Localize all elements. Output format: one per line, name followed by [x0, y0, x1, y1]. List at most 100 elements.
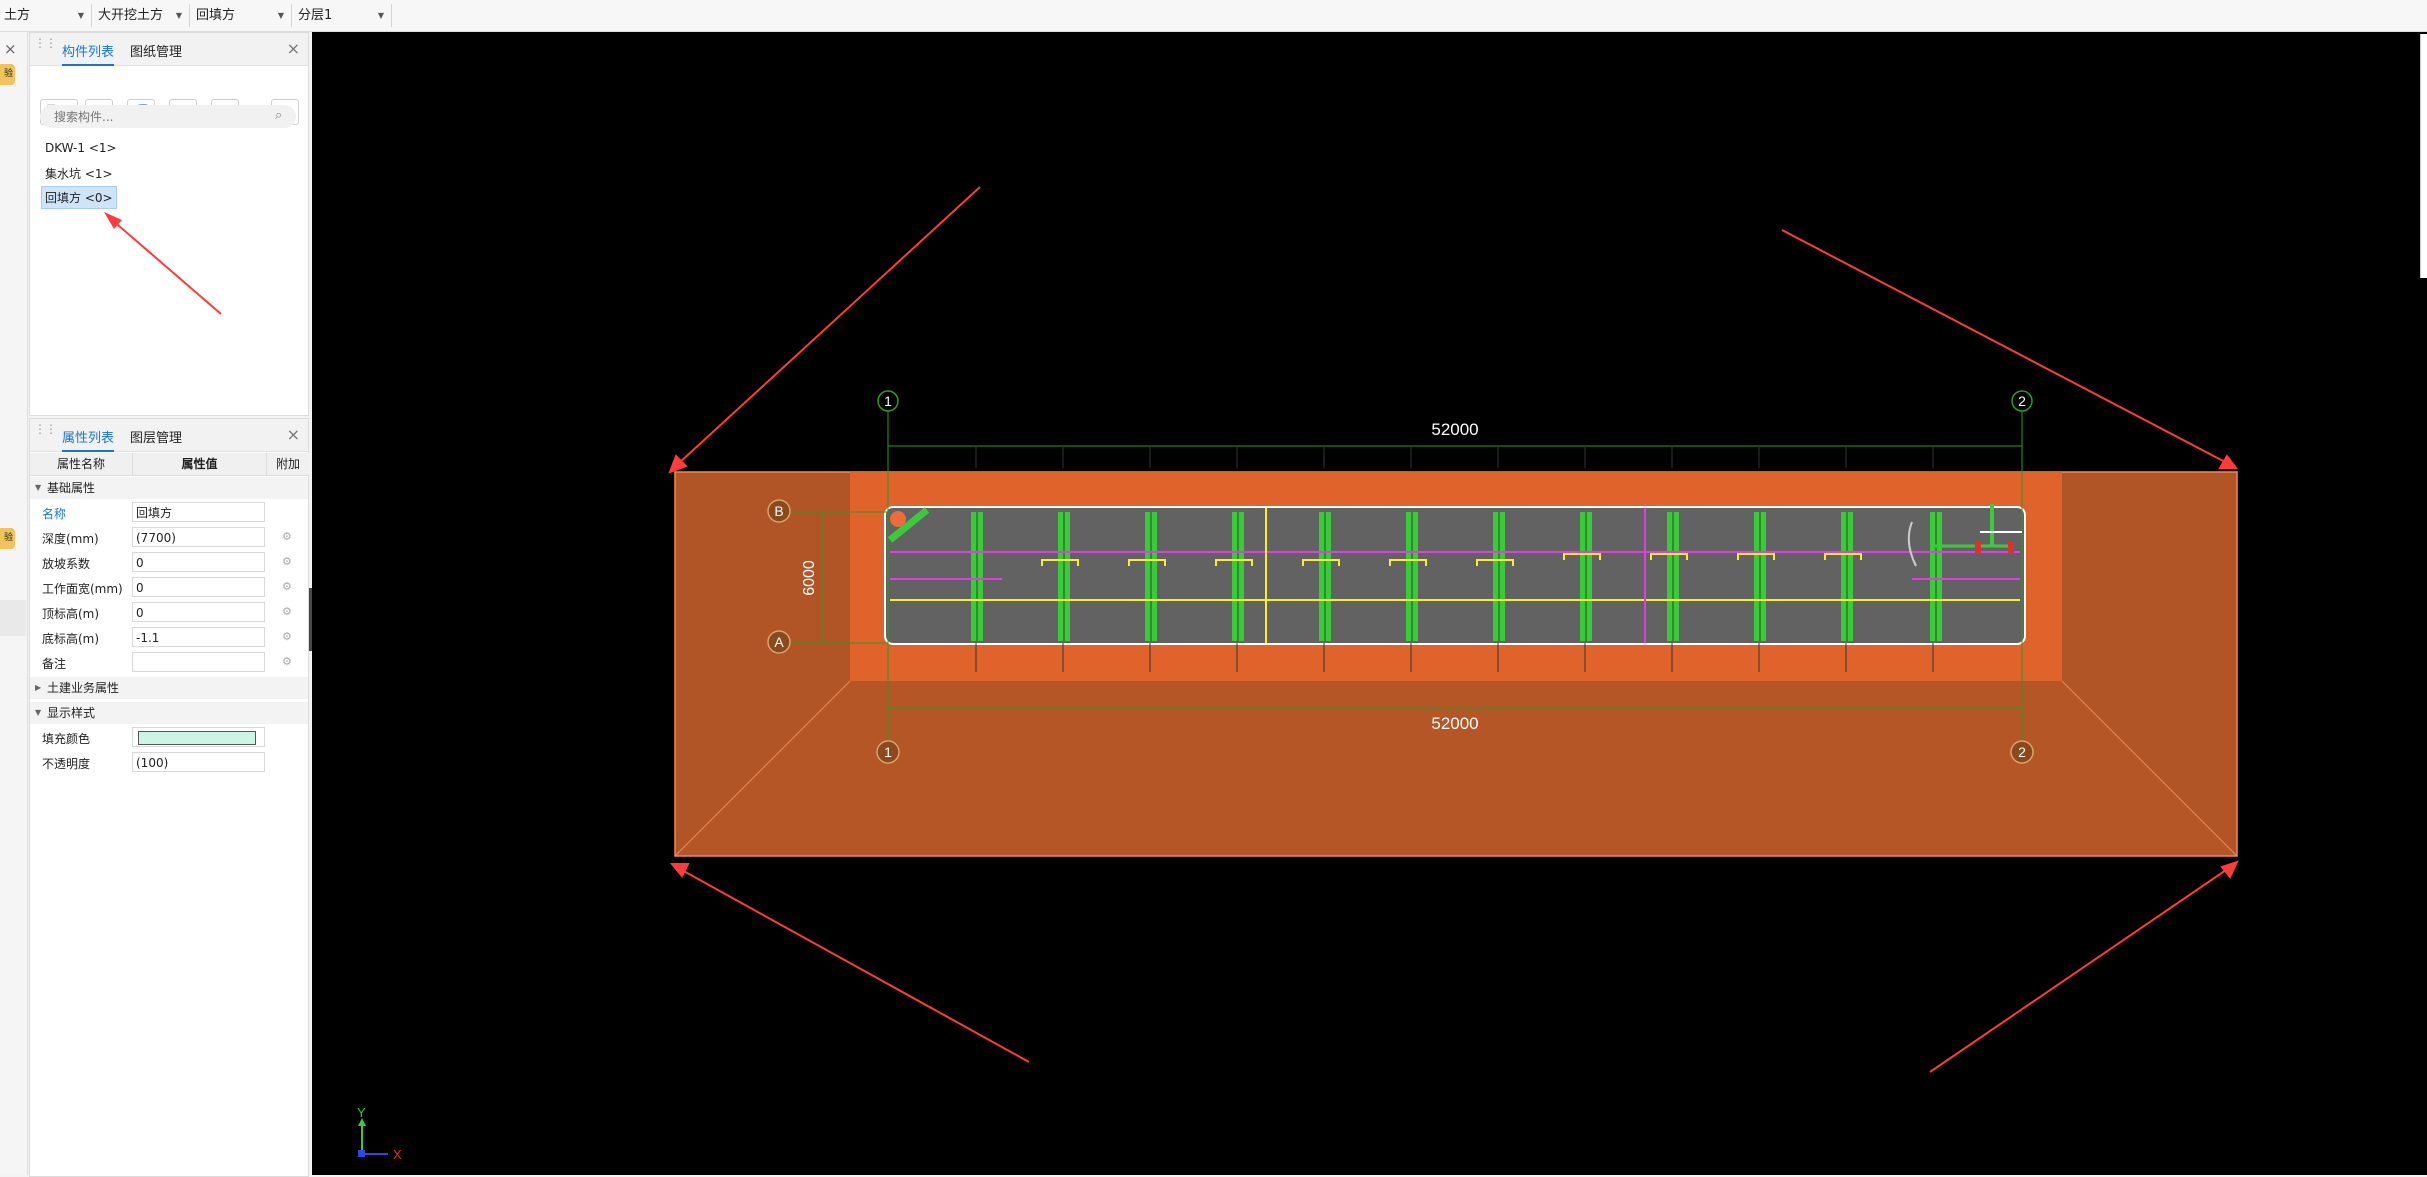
axis-bubble-1-top — [877, 390, 899, 412]
property-value-input[interactable]: 回填方 — [132, 502, 265, 522]
close-icon[interactable]: × — [286, 425, 300, 444]
rebar-stripe — [1759, 512, 1761, 641]
tab-component-list[interactable]: 构件列表 — [62, 41, 115, 66]
rebar-stripe — [1846, 512, 1848, 641]
group-display-style[interactable]: ▼ 显示样式 — [30, 702, 308, 724]
rebar-stripe — [1585, 512, 1587, 641]
dimension-text-bottom: 52000 — [1431, 714, 1478, 733]
color-swatch — [138, 731, 256, 745]
detail-mark — [2008, 542, 2014, 554]
coord-origin — [358, 1150, 365, 1157]
caret-down-icon: ▼ — [35, 483, 42, 492]
property-name: 填充颜色 — [42, 732, 91, 746]
rebar-stripe — [1150, 512, 1152, 641]
rebar-stripe — [976, 512, 978, 641]
check-badge[interactable]: 验 — [0, 528, 15, 549]
group-label: 土建业务属性 — [47, 681, 120, 695]
yellow-bracket — [1128, 559, 1166, 566]
column-header-name: 属性名称 — [30, 453, 132, 476]
detail-arc — [1907, 521, 1917, 567]
column-header-value: 属性值 — [132, 453, 266, 476]
list-item[interactable]: 集水坑 <1> — [45, 167, 113, 181]
list-item-selected[interactable]: 回填方 <0> — [41, 186, 117, 209]
gear-icon[interactable]: ⚙ — [282, 630, 292, 643]
category-select[interactable]: 大开挖土方 ▼ — [94, 4, 190, 27]
yellow-bracket — [1041, 559, 1079, 566]
gear-icon[interactable]: ⚙ — [282, 605, 292, 618]
sump-marker — [890, 511, 906, 527]
gear-icon[interactable]: ⚙ — [282, 580, 292, 593]
annotation-arrow-head — [668, 454, 688, 474]
check-badge[interactable]: 验 — [0, 64, 15, 85]
group-basic-properties[interactable]: ▼ 基础属性 — [30, 477, 308, 499]
property-value-input[interactable]: (100) — [132, 752, 265, 772]
property-name: 深度(mm) — [42, 532, 99, 546]
pit-slope-left — [675, 472, 850, 856]
axis-label: 1 — [884, 393, 892, 409]
gear-icon[interactable]: ⚙ — [282, 530, 292, 543]
property-value-input[interactable]: 0 — [132, 552, 265, 572]
floor-type-value: 土方 — [4, 8, 31, 23]
property-value-input[interactable]: -1.1 — [132, 627, 265, 647]
group-civil-properties[interactable]: ▶ 土建业务属性 — [30, 677, 308, 699]
list-item[interactable]: DKW-1 <1> — [45, 141, 117, 155]
yellow-bracket — [1824, 553, 1862, 560]
gear-icon[interactable]: ⚙ — [282, 555, 292, 568]
component-search-input[interactable] — [40, 105, 296, 128]
annotation-arrows — [668, 186, 2239, 1073]
pit-edge — [2061, 680, 2238, 857]
property-value-input[interactable] — [132, 652, 265, 672]
caret-down-icon: ▼ — [35, 708, 42, 717]
vertical-scrollbar[interactable] — [2420, 34, 2427, 278]
axis-bubble-a — [767, 630, 791, 654]
annotation-arrow-line — [677, 186, 981, 465]
tab-drawing-management[interactable]: 图纸管理 — [130, 45, 183, 60]
component-type-select[interactable]: 回填方 ▼ — [192, 4, 292, 27]
axis-bubble-2-bottom — [2010, 740, 2034, 764]
property-value-input[interactable]: 0 — [132, 602, 265, 622]
pit-slope-right — [2062, 472, 2237, 856]
layer-value: 分层1 — [298, 8, 333, 23]
yellow-bracket — [1563, 553, 1601, 560]
annotation-arrow-head — [2218, 454, 2238, 469]
detail-mark — [1975, 542, 1981, 554]
rebar-stripe — [1498, 512, 1500, 641]
tab-layer-management[interactable]: 图层管理 — [130, 431, 183, 446]
drawing-canvas[interactable]: 1 2 1 2 B A 52000 52000 6000 Y — [312, 32, 2427, 1175]
dimension-text-top: 52000 — [1431, 420, 1478, 439]
close-icon[interactable]: × — [4, 40, 17, 58]
property-name: 工作面宽(mm) — [42, 582, 123, 596]
gear-icon[interactable]: ⚙ — [282, 655, 292, 668]
panel-header: ⋮⋮ 构件列表 图纸管理 × — [30, 33, 308, 66]
fill-color-field[interactable] — [132, 727, 265, 747]
property-value-input[interactable]: 0 — [132, 577, 265, 597]
pit-floor — [884, 506, 2026, 645]
drag-handle-icon[interactable]: ⋮⋮ — [34, 36, 57, 50]
property-name: 顶标高(m) — [42, 607, 100, 621]
property-name: 名称 — [42, 507, 67, 521]
coord-y-arrow — [358, 1118, 366, 1126]
axis-label: 2 — [2018, 744, 2026, 760]
drawing-svg: 1 2 1 2 B A 52000 52000 6000 Y — [357, 186, 2239, 1162]
axis-bubble-b — [767, 499, 791, 523]
diagonal-rebar — [887, 507, 930, 543]
property-value-input[interactable]: (7700) — [132, 527, 265, 547]
drag-handle-icon[interactable]: ⋮⋮ — [34, 422, 57, 436]
axis-label: B — [774, 503, 783, 519]
rebar-stripe — [1237, 512, 1239, 641]
chevron-down-icon: ▼ — [377, 11, 384, 20]
dimension-text-side: 6000 — [801, 560, 818, 596]
tab-property-list[interactable]: 属性列表 — [62, 427, 115, 452]
axis-label: 2 — [2018, 393, 2026, 409]
floor-type-select[interactable]: 土方 ▼ — [0, 4, 92, 27]
layer-select[interactable]: 分层1 ▼ — [294, 4, 392, 27]
coord-y-label: Y — [357, 1105, 366, 1120]
yellow-bracket — [1737, 553, 1775, 560]
pit-slope-bottom — [675, 681, 2237, 856]
chevron-down-icon: ▼ — [77, 11, 84, 20]
strip-selected-item[interactable] — [0, 600, 26, 636]
left-side-strip: × 验 验 — [0, 32, 28, 1175]
component-list-panel: ⋮⋮ 构件列表 图纸管理 × 🗋▼ ⧉ 🗑 ❐ ▦ •• ⌕ DKW-1 <1>… — [29, 32, 309, 416]
annotation-arrow-head — [669, 863, 690, 878]
close-icon[interactable]: × — [286, 39, 300, 58]
